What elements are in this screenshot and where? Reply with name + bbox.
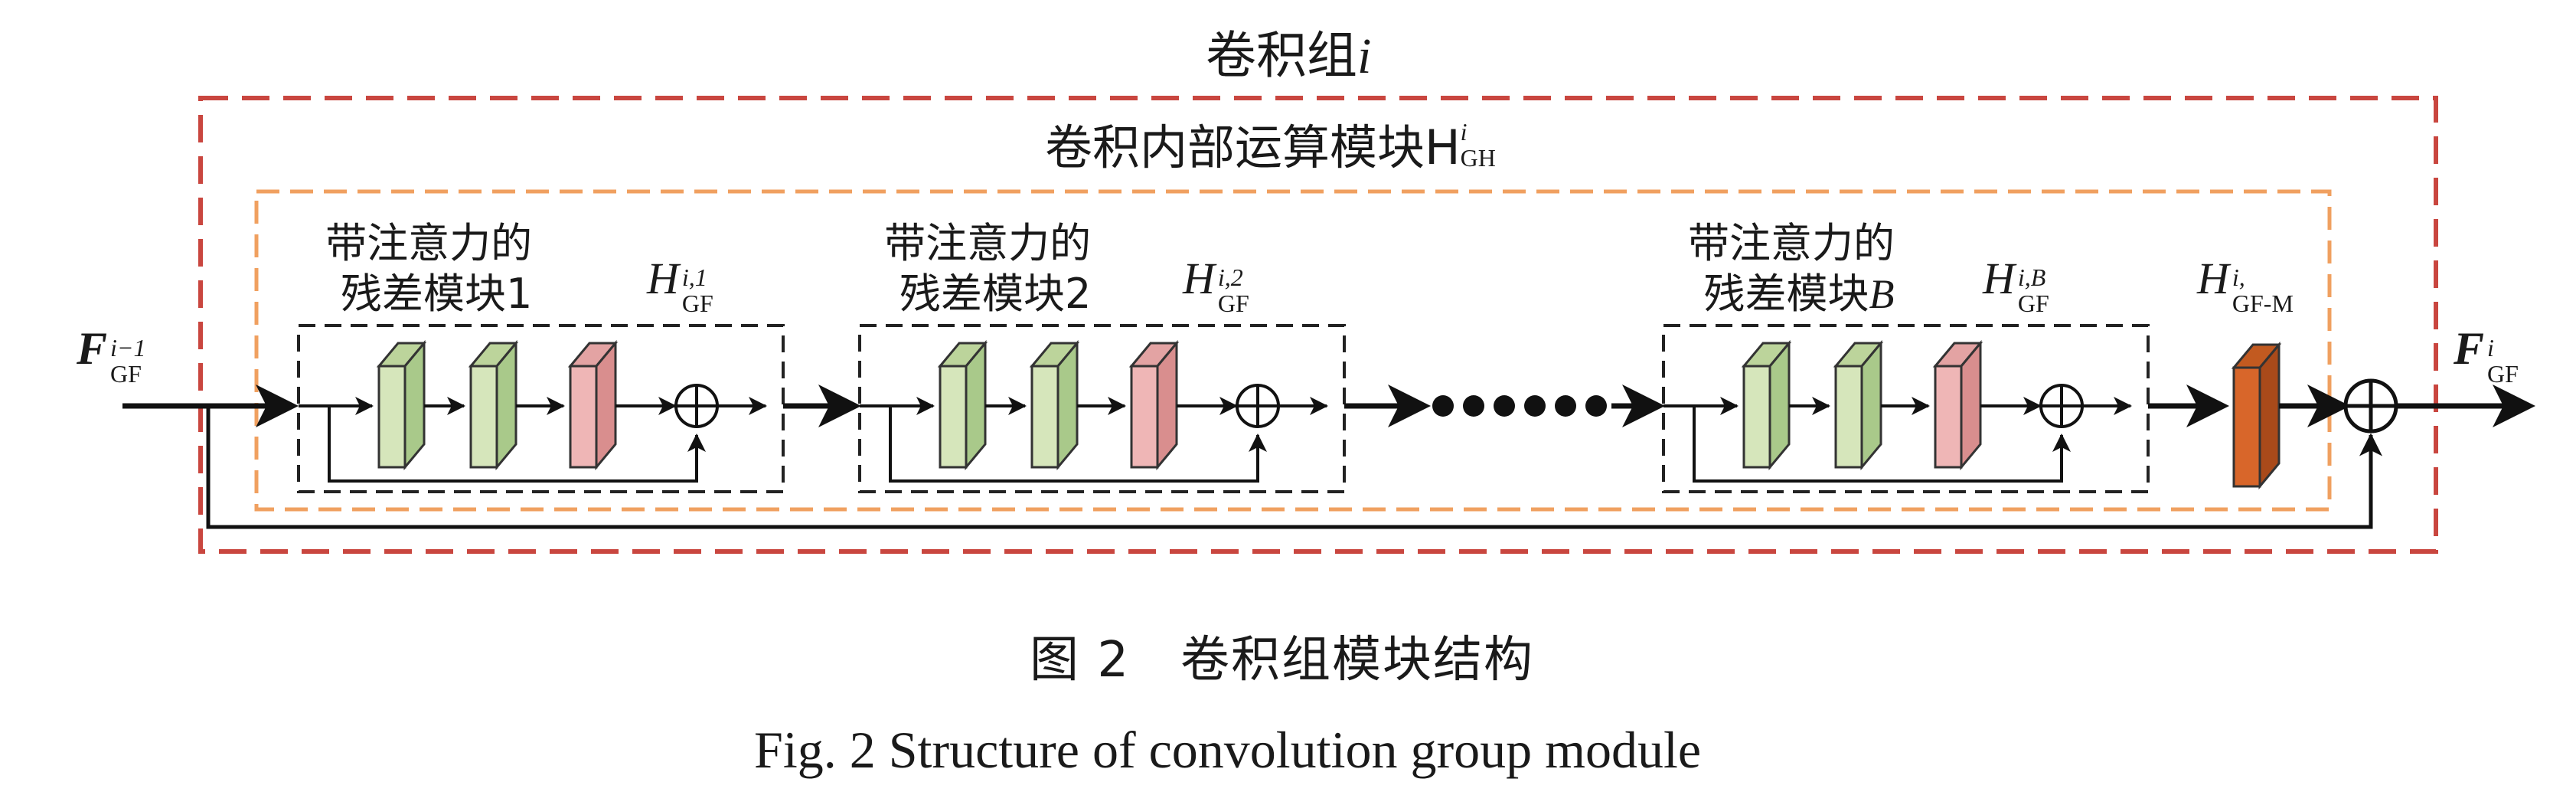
res-block-2-internals: [860, 339, 1328, 483]
input-sup: i−1: [110, 333, 146, 362]
caption-en: Fig. 2 Structure of convolution group mo…: [754, 721, 1702, 779]
attention-layer-2: [1130, 365, 1159, 469]
inner-module-box: [254, 189, 2332, 512]
global-sum-node: [2343, 378, 2398, 434]
res-block-1-title-line2: 残差模块1: [341, 270, 533, 318]
conv-layer-Bb: [1834, 365, 1863, 469]
conv-layer-2b: [1030, 365, 1059, 469]
res-block-1-h-symbol: H: [647, 254, 679, 303]
res-block-1-title: 带注意力的 残差模块1: [325, 218, 532, 319]
outer-group-label-var: i: [1357, 28, 1372, 84]
res-block-B-h-sub: GF: [2017, 289, 2049, 317]
ellipsis-dots: [1432, 395, 1607, 417]
res-block-2-title: 带注意力的 残差模块2: [884, 218, 1091, 319]
conv-layer-Ba: [1742, 365, 1771, 469]
res-block-1-h-sup: i,1: [681, 263, 707, 291]
outer-group-box: [198, 96, 2438, 554]
res-block-2-h-symbol: H: [1183, 254, 1215, 303]
res-block-1-title-line1: 带注意力的: [325, 219, 533, 267]
final-conv-layer: [2231, 341, 2282, 490]
inner-module-label-sup: i: [1460, 117, 1468, 146]
input-symbol: F: [77, 323, 108, 374]
res-block-B-title: 带注意力的 残差模块B: [1688, 218, 1895, 319]
outer-group-label: 卷积组i: [1206, 31, 1371, 82]
output-sub: GF: [2487, 359, 2519, 388]
output-sup: i: [2487, 333, 2494, 362]
res-block-1-internals: [299, 339, 767, 483]
caption-cn: 图 2 卷积组模块结构: [1030, 632, 1535, 689]
res-block-2-box: [858, 324, 1346, 493]
res-block-2-h-sub: GF: [1217, 289, 1249, 317]
inner-module-label-prefix: 卷积内部运算模块H: [1045, 119, 1461, 175]
res-block-B-box: [1662, 324, 2150, 493]
res-block-B-h-sup: i,B: [2017, 263, 2046, 291]
inner-module-label-sub: GH: [1460, 143, 1496, 172]
res-block-1-h-sub: GF: [681, 289, 713, 317]
res-block-1-box: [297, 324, 785, 493]
res-block-B-internals: [1663, 339, 2132, 483]
input-sub: GF: [110, 359, 142, 388]
attention-layer-B: [1934, 365, 1963, 469]
final-conv-h-sub: GF-M: [2232, 289, 2294, 317]
res-block-B-title-var: B: [1869, 271, 1895, 317]
conv-layer-2a: [939, 365, 968, 469]
final-conv-h-symbol: H: [2197, 254, 2229, 303]
output-symbol: F: [2454, 323, 2485, 374]
res-block-B-title-line1: 带注意力的: [1688, 219, 1895, 267]
res-block-2-h-sup: i,2: [1217, 263, 1243, 291]
res-block-B-title-line2: 残差模块: [1703, 270, 1869, 318]
global-skip-connection: [206, 406, 2382, 529]
final-conv-h-sup: i,: [2232, 263, 2245, 291]
res-block-2-title-line1: 带注意力的: [884, 219, 1092, 267]
outer-group-label-prefix: 卷积组: [1206, 26, 1357, 85]
res-block-B-h-symbol: H: [1983, 254, 2015, 303]
res-block-2-title-line2: 残差模块2: [899, 270, 1092, 318]
